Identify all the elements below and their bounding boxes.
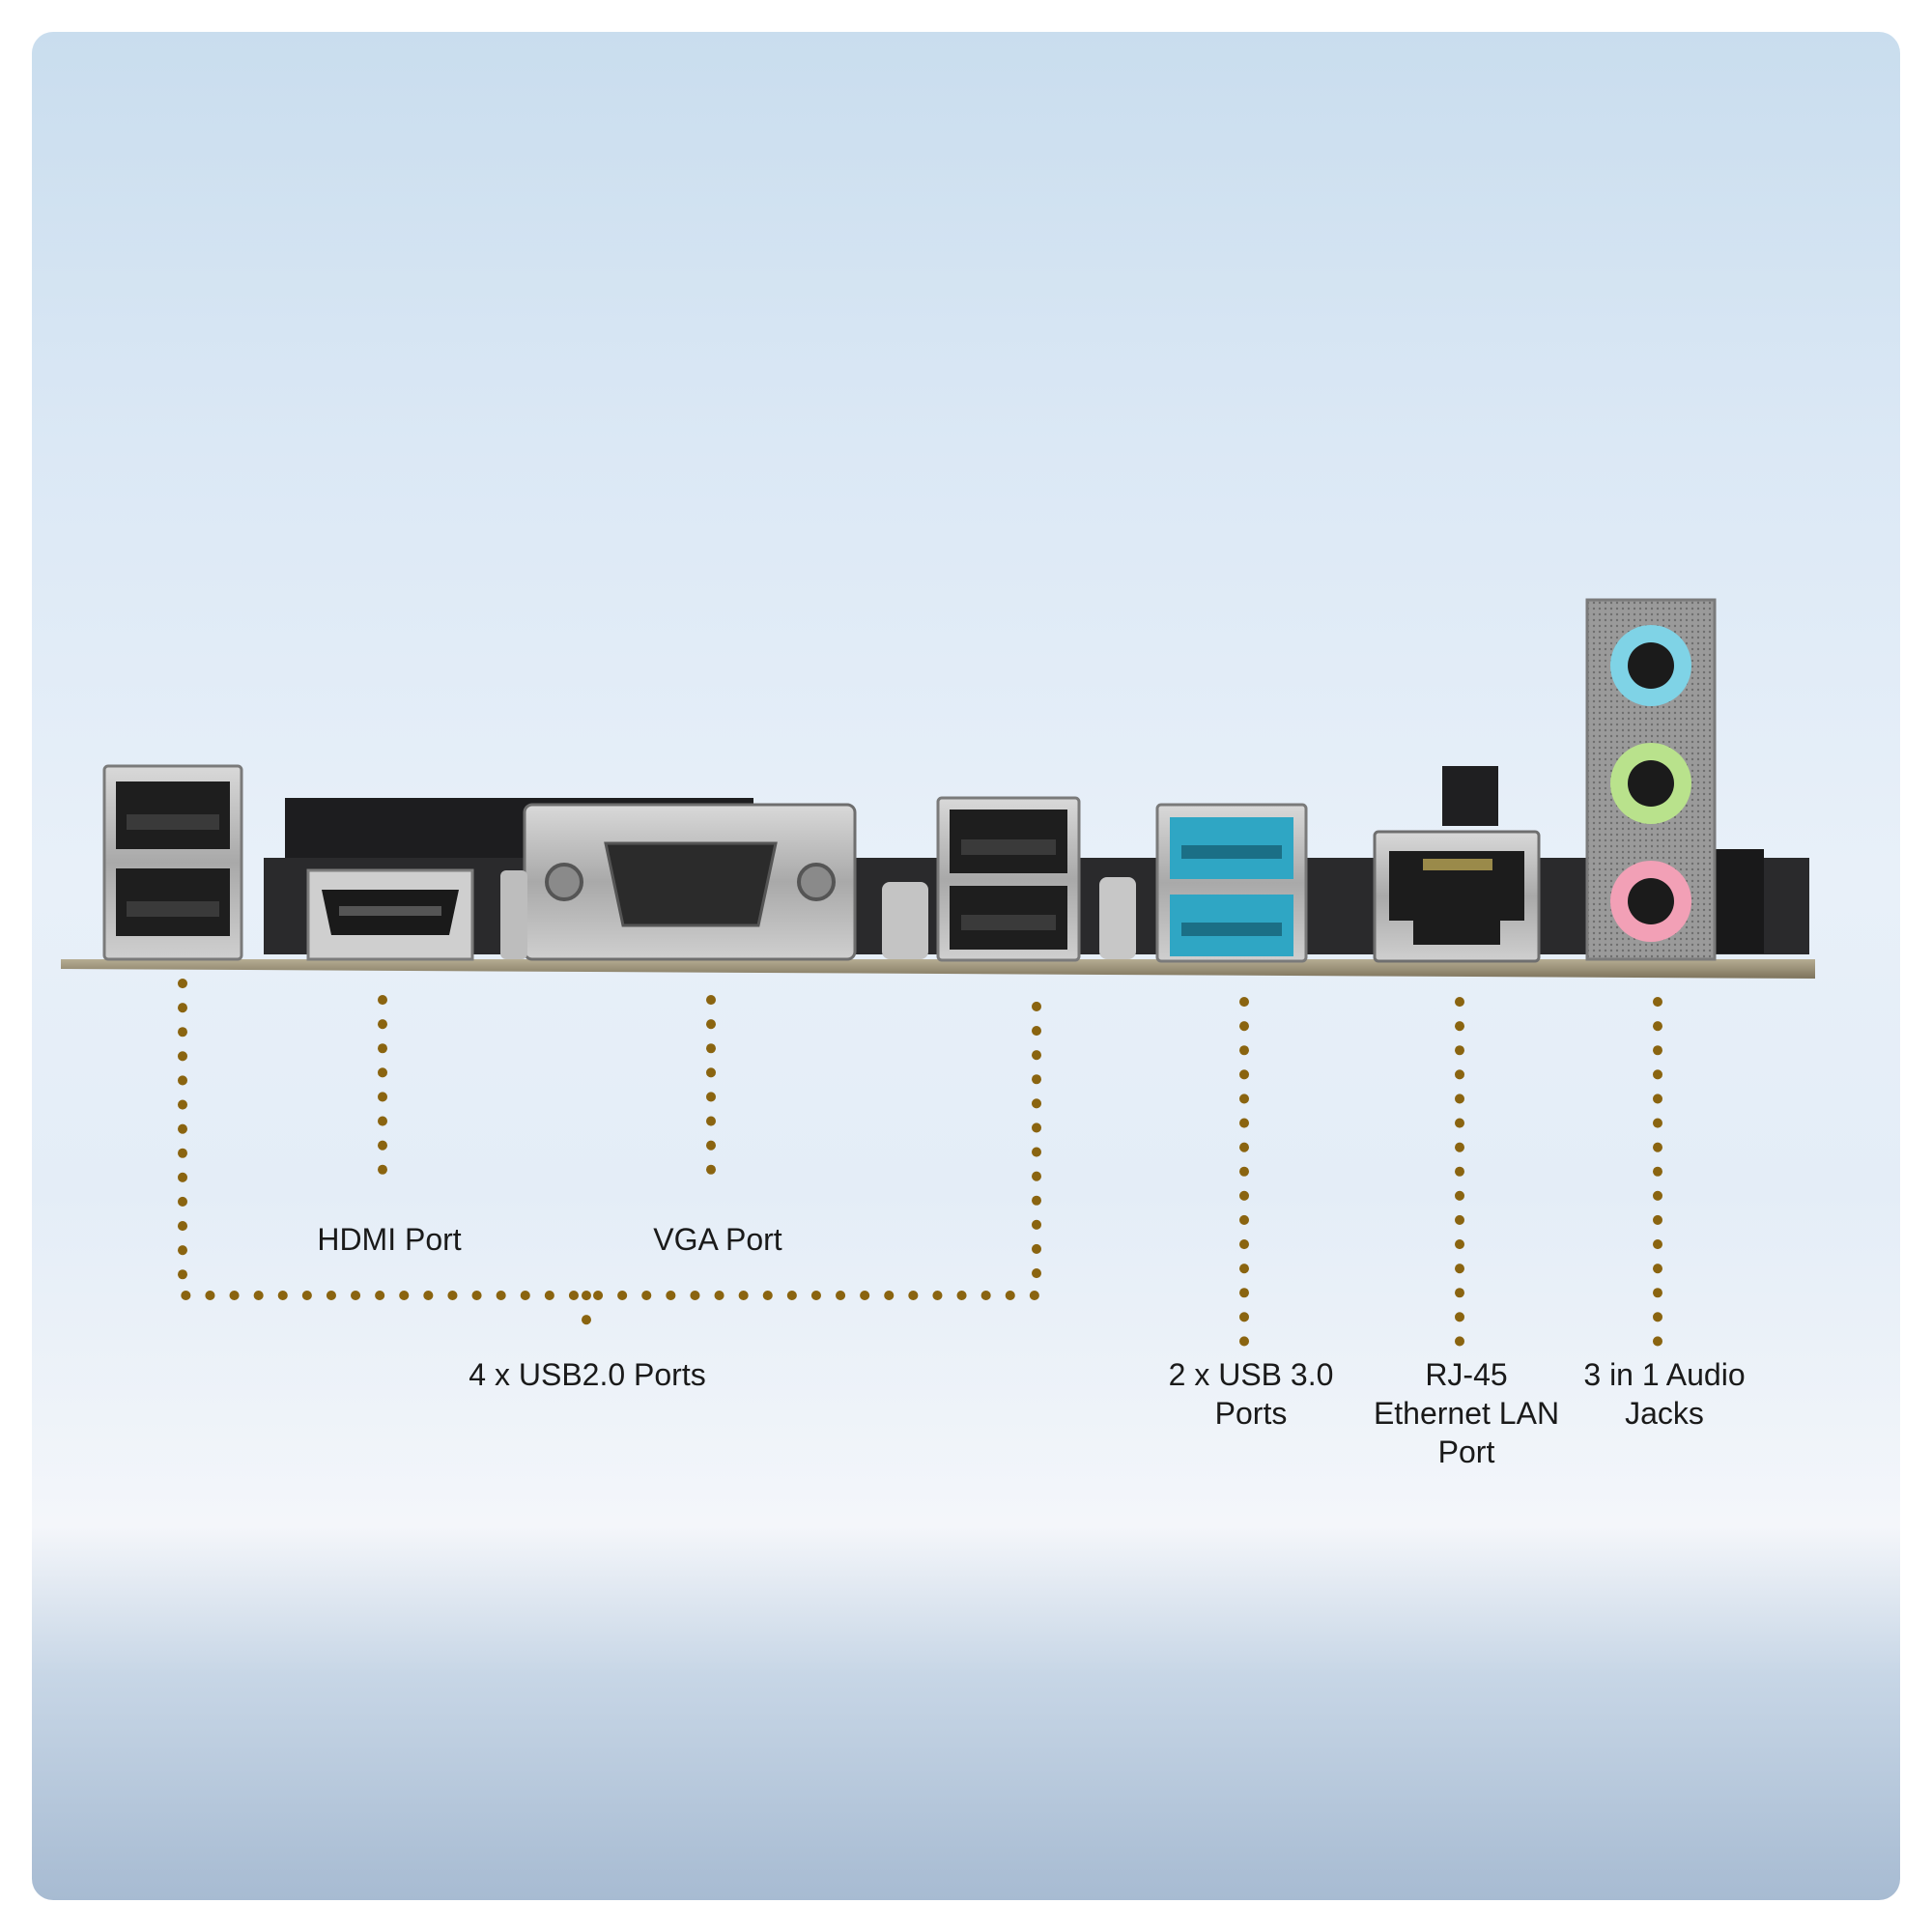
label-hdmi-port: HDMI Port: [317, 1222, 462, 1257]
label-usb3-line2: Ports: [1214, 1396, 1288, 1431]
label-usb3-line1: 2 x USB 3.0: [1168, 1357, 1334, 1392]
capacitor: [1099, 877, 1136, 959]
usb2-stack-left: [102, 764, 243, 961]
label-rj45-line1: RJ-45: [1425, 1357, 1508, 1392]
label-audio-line1: 3 in 1 Audio: [1583, 1357, 1746, 1392]
pcb-board: [61, 959, 1815, 979]
audio-jack-bracket: [1585, 598, 1717, 961]
leader-lines: [178, 979, 1662, 1349]
vga-connector: [523, 803, 857, 961]
capacitor: [882, 882, 928, 959]
usb2-stack-middle: [936, 796, 1081, 962]
rj45-connector: [1373, 830, 1541, 963]
label-rj45-line3: Port: [1437, 1435, 1495, 1469]
label-usb3-ports: 2 x USB 3.0 Ports: [1169, 1355, 1334, 1433]
label-vga-port: VGA Port: [653, 1222, 782, 1257]
leader-usb2: [178, 979, 1041, 1300]
hdmi-connector: [306, 868, 474, 961]
capacitor-right: [1442, 766, 1498, 826]
capacitor: [500, 870, 527, 959]
label-audio-jacks: 3 in 1 Audio Jacks: [1583, 1355, 1745, 1433]
usb3-stack: [1155, 803, 1308, 963]
label-audio-line2: Jacks: [1625, 1396, 1704, 1431]
motherboard-illustration: [61, 598, 1815, 1349]
product-diagram-card: HDMI Port VGA Port 4 x USB2.0 Ports 2 x …: [32, 32, 1900, 1900]
label-rj45-line2: Ethernet LAN: [1373, 1396, 1560, 1431]
label-rj45-port: RJ-45 Ethernet LAN Port: [1374, 1355, 1559, 1471]
label-usb2-ports: 4 x USB2.0 Ports: [469, 1357, 706, 1392]
